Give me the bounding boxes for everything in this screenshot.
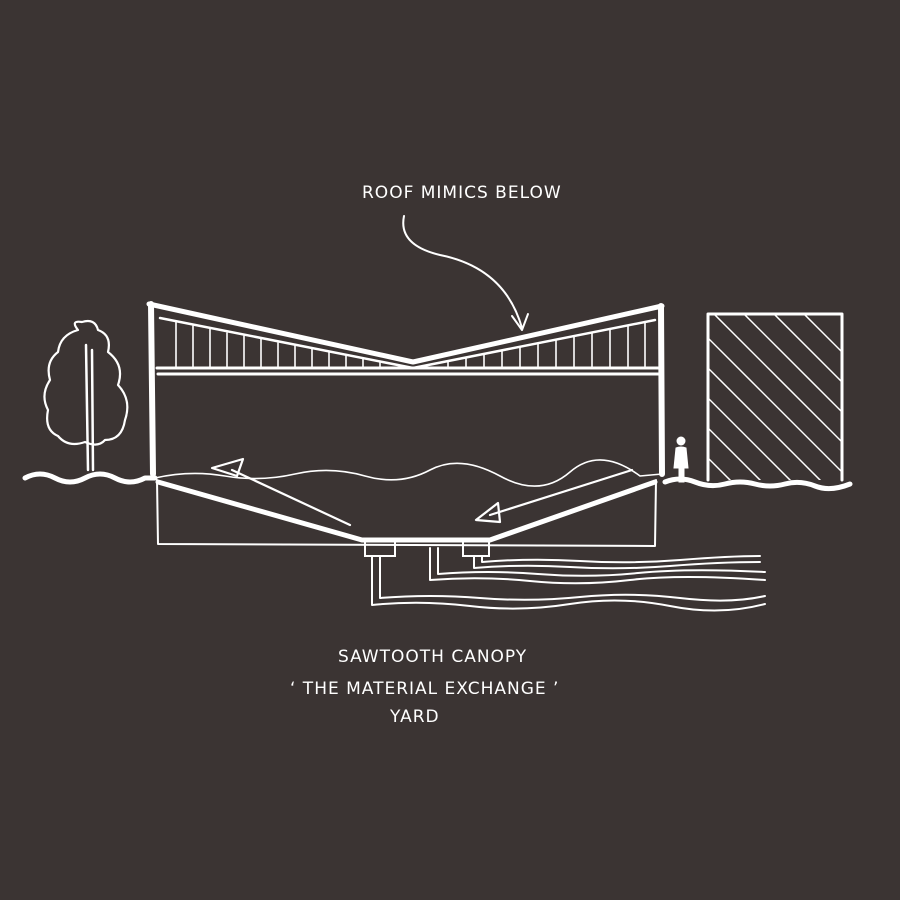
interior-ground-line <box>154 459 663 487</box>
basement-section <box>155 479 658 557</box>
person-figure <box>673 436 689 483</box>
footing-right <box>462 539 490 557</box>
roof-truss-verticals <box>175 321 646 369</box>
building-section <box>146 301 665 477</box>
underground-pipes <box>371 547 766 612</box>
caption-line-3: YARD <box>389 707 440 727</box>
flow-arrow-left <box>210 457 352 527</box>
flow-arrow-right <box>474 468 634 524</box>
adjacent-building-hatched <box>706 312 844 482</box>
caption-line-2: ‘ THE MATERIAL EXCHANGE ’ <box>290 679 559 699</box>
tree-sketch <box>43 319 129 472</box>
caption-line-1: SAWTOOTH CANOPY <box>338 647 527 667</box>
roof-leader-arrow <box>402 215 529 331</box>
roof-annotation: ROOF MIMICS BELOW <box>362 183 562 203</box>
ground-line <box>22 471 853 492</box>
